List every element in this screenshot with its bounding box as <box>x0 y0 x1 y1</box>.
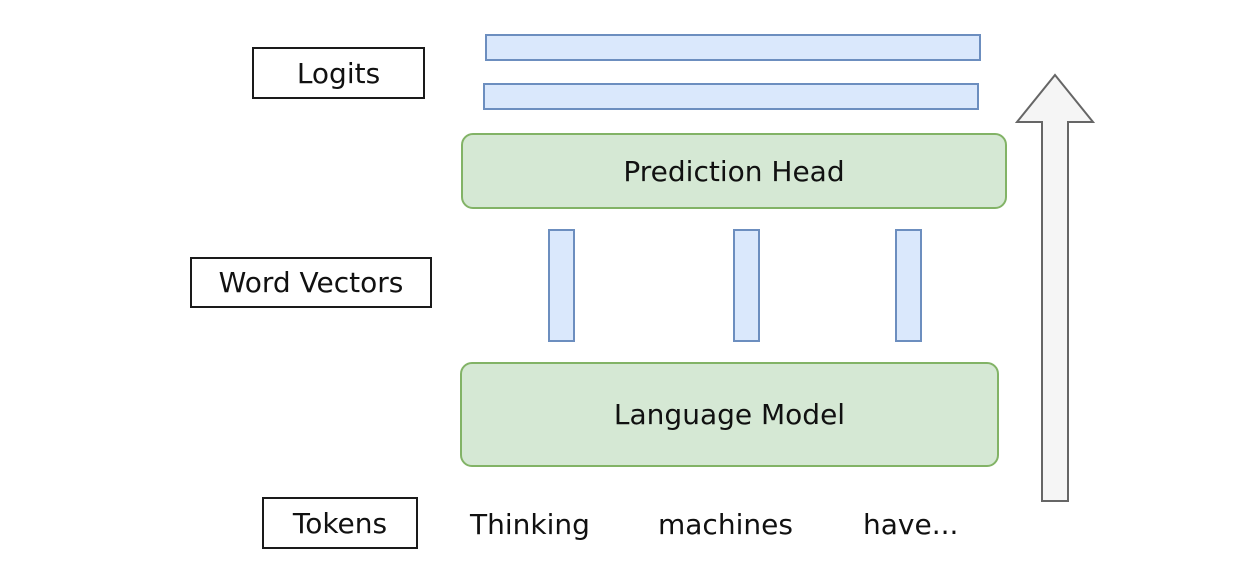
token-thinking: Thinking <box>470 508 590 541</box>
token-machines: machines <box>658 508 793 541</box>
token-have: have... <box>863 508 959 541</box>
logits-label: Logits <box>252 47 425 99</box>
word-vector-1 <box>548 229 575 342</box>
word-vector-2 <box>733 229 760 342</box>
word-vectors-label: Word Vectors <box>190 257 432 308</box>
language-model-block: Language Model <box>460 362 999 467</box>
tokens-label: Tokens <box>262 497 418 549</box>
up-arrow-icon <box>1014 73 1096 502</box>
logit-vector-1 <box>485 34 981 61</box>
logit-vector-2 <box>483 83 979 110</box>
prediction-head-block: Prediction Head <box>461 133 1007 209</box>
word-vector-3 <box>895 229 922 342</box>
